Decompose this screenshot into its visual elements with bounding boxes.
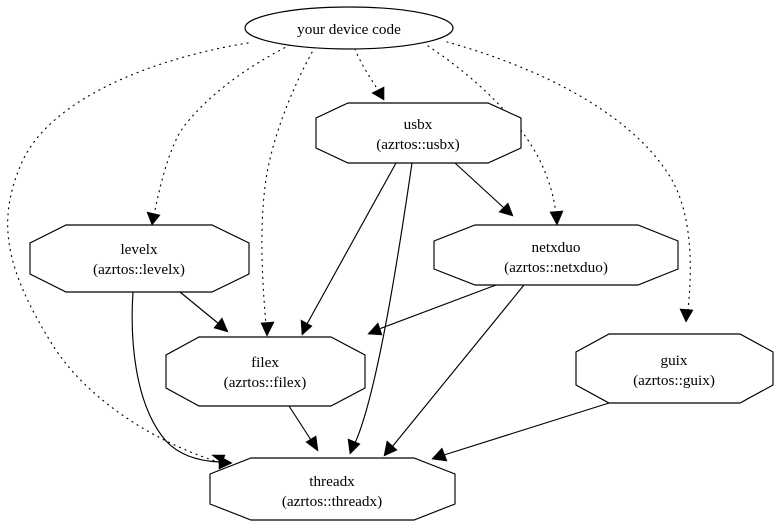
- node-filex-label-line2: (azrtos::filex): [224, 374, 307, 391]
- node-threadx-label-line2: (azrtos::threadx): [282, 493, 382, 510]
- edge-levelx-to-threadx: [131, 291, 233, 470]
- edge-device-to-usbx: [354, 48, 385, 101]
- edge-levelx-to-filex: [179, 291, 229, 333]
- edge-netxduo-to-threadx: [383, 284, 525, 457]
- node-usbx-label-line2: (azrtos::usbx): [376, 136, 460, 153]
- edge-usbx-to-netxduo: [454, 162, 514, 217]
- node-levelx-shape[interactable]: [29, 224, 250, 293]
- node-threadx-shape[interactable]: [209, 457, 456, 521]
- edge-device-to-filex: [260, 46, 316, 337]
- edge-device-to-levelx: [146, 44, 291, 226]
- edge-usbx-to-threadx: [347, 162, 413, 455]
- node-your-device-code[interactable]: your device code: [244, 6, 454, 50]
- node-your-device-code-label-line1: your device code: [297, 21, 401, 38]
- node-layer: your device code usbx (azrtos::usbx) lev…: [29, 6, 774, 521]
- edge-device-to-netxduo: [427, 45, 564, 226]
- node-filex-shape[interactable]: [165, 336, 366, 407]
- node-levelx[interactable]: levelx (azrtos::levelx): [29, 224, 250, 293]
- node-guix-label-line1: guix: [660, 352, 687, 369]
- node-your-device-code-shape[interactable]: [244, 6, 454, 50]
- node-usbx[interactable]: usbx (azrtos::usbx): [315, 102, 522, 164]
- edge-guix-to-threadx: [431, 402, 610, 462]
- node-levelx-label-line2: (azrtos::levelx): [93, 261, 185, 278]
- node-filex-label-line1: filex: [251, 354, 279, 371]
- node-guix-label-line2: (azrtos::guix): [633, 372, 715, 389]
- node-netxduo-label-line1: netxduo: [532, 239, 581, 256]
- node-threadx-label-line1: threadx: [309, 473, 355, 490]
- node-threadx[interactable]: threadx (azrtos::threadx): [209, 457, 456, 521]
- node-netxduo-label-line2: (azrtos::netxduo): [504, 259, 608, 276]
- node-netxduo[interactable]: netxduo (azrtos::netxduo): [433, 224, 679, 286]
- node-netxduo-shape[interactable]: [433, 224, 679, 286]
- node-usbx-shape[interactable]: [315, 102, 522, 164]
- edge-layer: [7, 41, 694, 470]
- edge-filex-to-threadx: [288, 405, 319, 452]
- edge-usbx-to-filex: [300, 162, 397, 336]
- node-levelx-label-line1: levelx: [120, 241, 158, 258]
- node-guix-shape[interactable]: [575, 333, 774, 404]
- edge-netxduo-to-filex: [367, 284, 497, 336]
- node-guix[interactable]: guix (azrtos::guix): [575, 333, 774, 404]
- node-filex[interactable]: filex (azrtos::filex): [165, 336, 366, 407]
- edge-device-to-guix: [446, 41, 694, 323]
- node-usbx-label-line1: usbx: [404, 116, 433, 133]
